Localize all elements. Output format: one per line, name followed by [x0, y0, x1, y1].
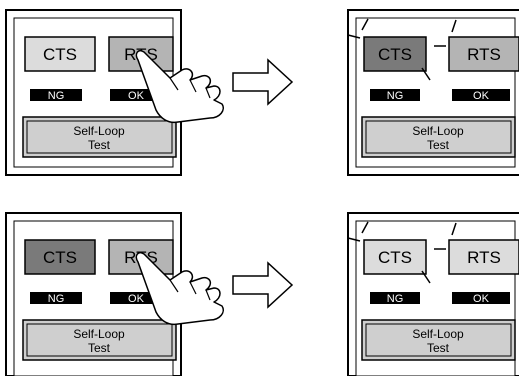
rts-button[interactable] [448, 239, 519, 275]
rts-label: RTS [467, 45, 501, 64]
flash-rays-icon [347, 18, 457, 81]
self-loop-label-line2: Test [88, 341, 111, 355]
ng-label: NG [387, 90, 404, 102]
ng-indicator [30, 292, 82, 304]
cts-button[interactable] [363, 239, 427, 275]
self-loop-test-button[interactable] [22, 116, 177, 158]
flash-rays-icon [347, 221, 457, 284]
rts-button[interactable] [448, 36, 519, 72]
panel-step2-before: CTS RTS NG OK Self-Loop Test [5, 212, 182, 376]
ok-indicator [452, 292, 510, 304]
self-loop-label-line1: Self-Loop [73, 124, 125, 138]
ng-label: NG [48, 90, 65, 102]
self-loop-test-button[interactable] [22, 319, 177, 361]
ok-indicator [110, 292, 162, 304]
cts-label: CTS [43, 248, 77, 267]
hand-pointer-icon [135, 49, 224, 124]
self-loop-test-button[interactable] [361, 116, 516, 158]
ng-label: NG [387, 293, 404, 305]
ok-label: OK [473, 90, 490, 102]
ok-indicator [452, 89, 510, 101]
cts-label: CTS [378, 45, 412, 64]
self-loop-label-line1: Self-Loop [412, 327, 464, 341]
ng-label: NG [48, 293, 65, 305]
ng-indicator [370, 89, 420, 101]
panel-step1-after: CTS RTS NG OK Self-Loop Test [347, 9, 519, 176]
cts-button[interactable] [24, 239, 96, 275]
cts-button[interactable] [363, 36, 427, 72]
ok-label: OK [473, 293, 490, 305]
hand-pointer-icon [135, 251, 224, 326]
ng-indicator [370, 292, 420, 304]
cts-button[interactable] [24, 36, 96, 72]
cts-label: CTS [378, 248, 412, 267]
cts-label: CTS [43, 45, 77, 64]
arrow-right-icon [232, 261, 294, 309]
self-loop-label-line2: Test [427, 138, 450, 152]
rts-label: RTS [467, 248, 501, 267]
self-loop-test-button[interactable] [361, 319, 516, 361]
ok-label: OK [128, 90, 145, 102]
panel-step2-after: CTS RTS NG OK Self-Loop Test [347, 212, 519, 376]
arrow-right-icon [232, 58, 294, 106]
ok-label: OK [128, 293, 145, 305]
ng-indicator [30, 89, 82, 101]
self-loop-label-line1: Self-Loop [73, 327, 125, 341]
self-loop-label-line2: Test [427, 341, 450, 355]
self-loop-label-line2: Test [88, 138, 111, 152]
self-loop-label-line1: Self-Loop [412, 124, 464, 138]
